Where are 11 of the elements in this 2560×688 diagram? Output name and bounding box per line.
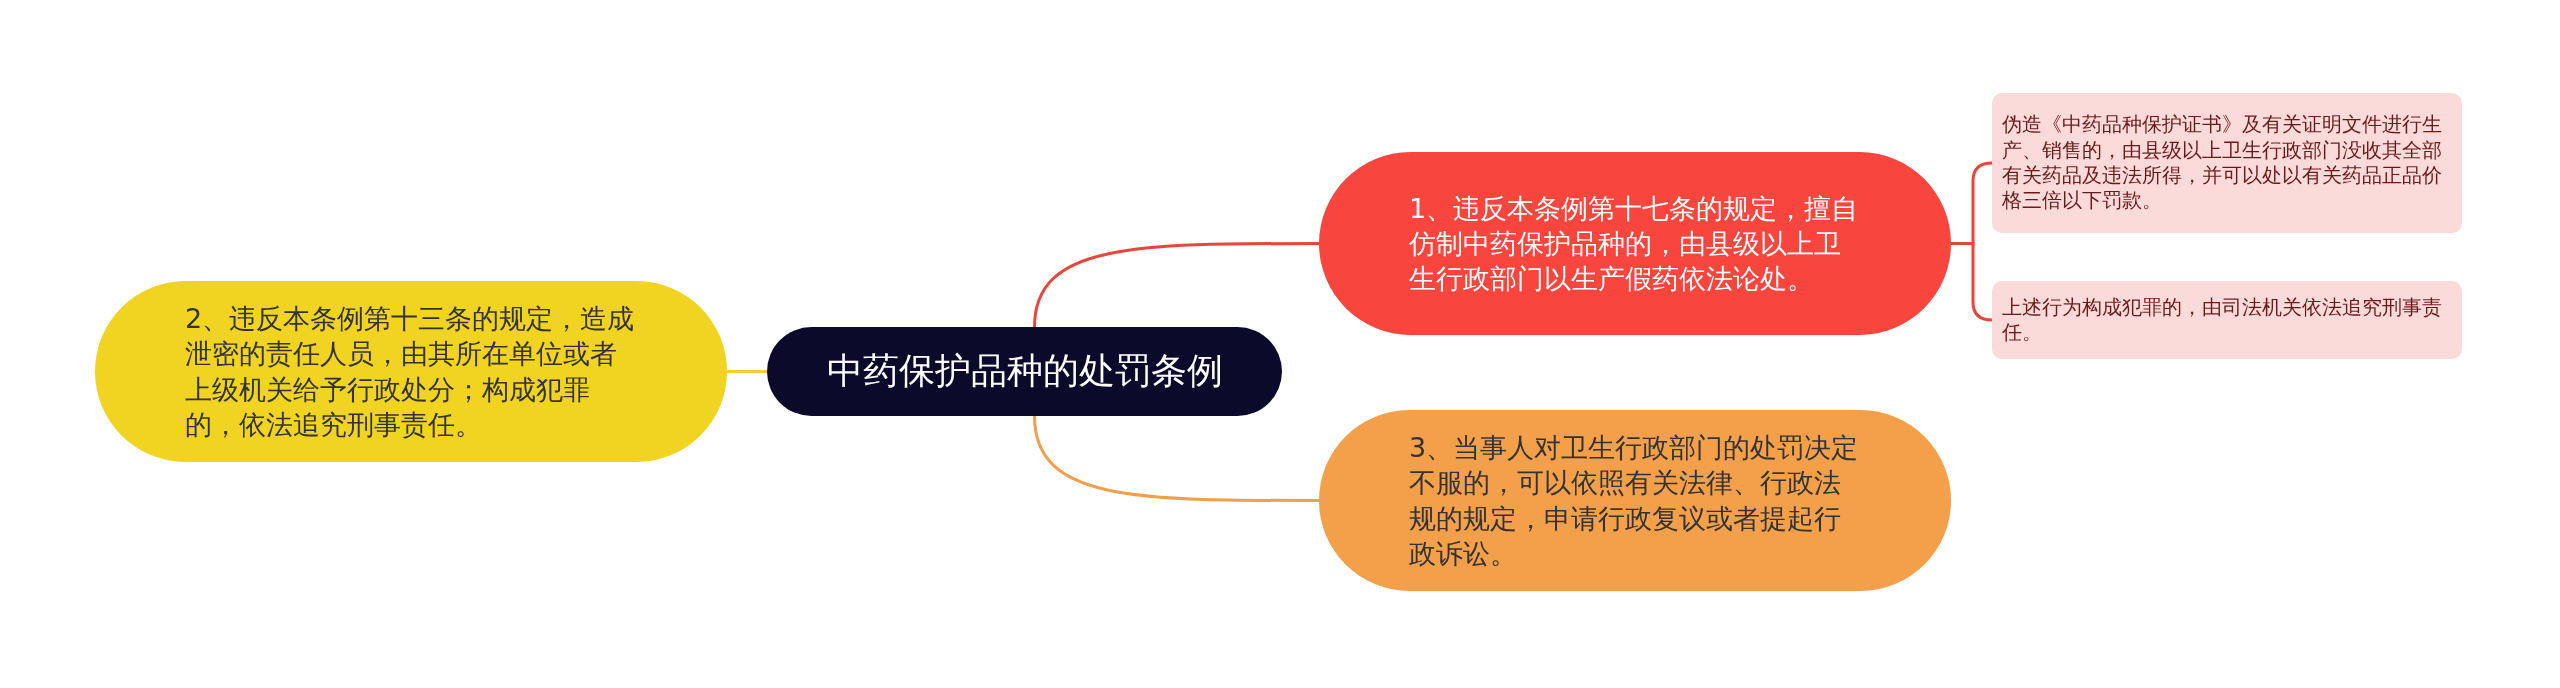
connector-line [727, 370, 767, 373]
topic-text: 1、违反本条例第十七条的规定，擅自仿制中药保护品种的，由县级以上卫生行政部门以生产假药依法论处。 [1409, 191, 1860, 297]
connector-line [1033, 415, 1319, 502]
subtopic-box [1992, 93, 2462, 233]
subtopic-box [1992, 281, 2462, 359]
subtopic-text: 上述行为构成犯罪的，由司法机关依法追究刑事责任。 [2002, 294, 2443, 346]
subtopic-text: 伪造《中药品种保护证书》及有关证明文件进行生产、销售的，由县级以上卫生行政部门没收其全部有关药品及违法所得，并可以处以有关药品正品价格三倍以下罚款。 [2002, 112, 2443, 214]
topic-text: 2、违反本条例第十三条的规定，造成泄密的责任人员，由其所在单位或者上级机关给予行政处分；构成犯罪的，依法追究刑事责任。 [185, 302, 636, 442]
connector-line [1033, 242, 1319, 328]
topic-text: 3、当事人对卫生行政部门的处罚决定不服的，可以依照有关法律、行政法规的规定，申请行政复议或者提起行政诉讼。 [1409, 431, 1860, 571]
topic-title: 中药保护品种的处罚条例 [826, 349, 1223, 394]
